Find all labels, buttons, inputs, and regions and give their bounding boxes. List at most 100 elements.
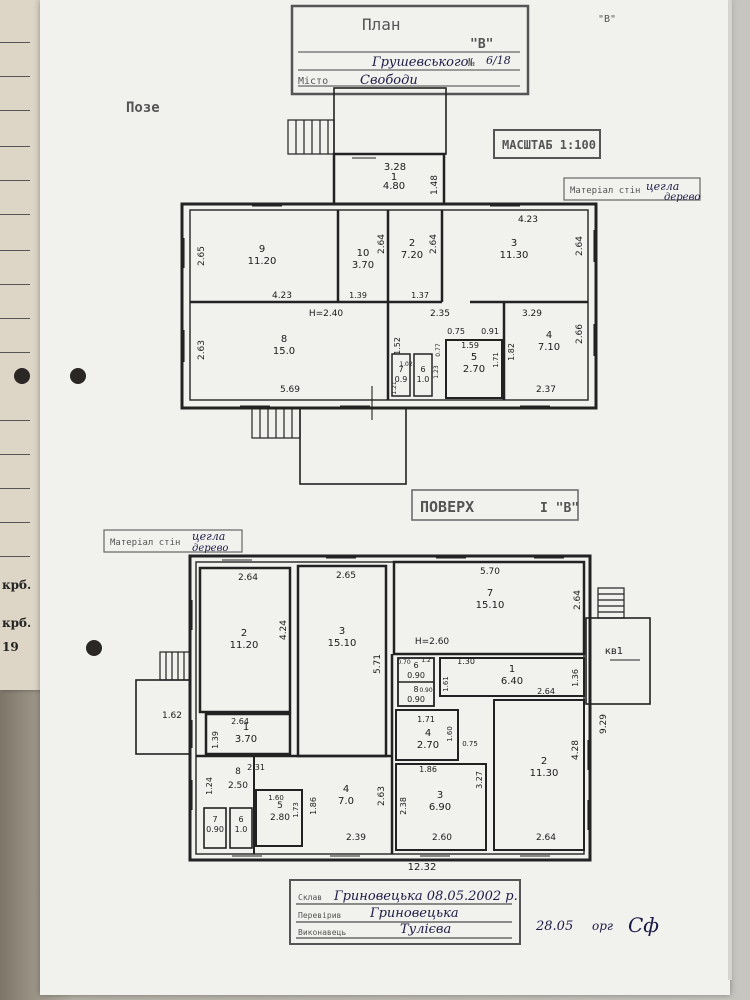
floor-label: ПОВЕРХ [420, 498, 474, 516]
room-area: 15.10 [328, 638, 357, 649]
scale-stamp-frame [493, 129, 601, 159]
room-number: 4 [343, 784, 349, 795]
room-number: 5 [471, 352, 477, 363]
right-corner-mark: "В" [598, 14, 616, 25]
top-bottom-stairs [251, 407, 301, 439]
city-label: Місто [298, 75, 328, 87]
room-number: 3 [339, 626, 345, 637]
bottom-outer-wall [188, 554, 592, 862]
dim-label: 2.63 [377, 786, 387, 806]
room-area: 2.70 [417, 740, 439, 751]
room-area: 3.70 [235, 734, 257, 745]
dim-label: 2.66 [575, 324, 585, 344]
dim-label: 5.71 [373, 654, 383, 674]
dim-label: Н=2.40 [309, 309, 344, 319]
dim-label: 1.73 [292, 802, 300, 818]
room-number: 8 [235, 767, 241, 777]
wall-material-label: Матеріал стін [570, 186, 640, 196]
wall-material-2-value-2: дерево [192, 543, 228, 554]
wall-material-2-value-1: цегла [192, 530, 225, 543]
dim-label: 2.64 [429, 234, 439, 254]
dim-label: 2.39 [346, 833, 366, 843]
room-area: 11.20 [248, 256, 277, 267]
room-area: 15.10 [476, 600, 505, 611]
dim-label: 1.39 [211, 731, 220, 749]
scale-label: МАСШТАБ 1:100 [502, 138, 596, 152]
dim-label: 2.37 [536, 385, 556, 395]
dim-label: 2.31 [247, 763, 265, 772]
room-area: 4.80 [383, 181, 405, 192]
dim-label: 3.29 [522, 309, 542, 319]
dim-label: 1.48 [430, 175, 440, 195]
dim-label: 4.23 [272, 291, 292, 301]
room-area: 0.90 [206, 825, 224, 834]
dim-label: 0.75 [447, 327, 465, 336]
signature-value-2: Гриновецька [369, 906, 459, 921]
plan-title: План [362, 15, 401, 34]
dim-label: 1.60 [268, 794, 284, 802]
dim-label: 1.86 [419, 765, 437, 774]
room-number: 9 [259, 244, 265, 255]
signature-stamp-frame [289, 879, 521, 945]
handwritten-note: орг [592, 919, 613, 933]
room-number: 4 [546, 330, 552, 341]
signature: Сф [628, 913, 659, 937]
dim-label: 3.27 [475, 771, 484, 789]
room-number: 3 [437, 790, 443, 801]
dim-label: 0.90 [419, 687, 433, 694]
dim-label: 1.2 [421, 657, 431, 664]
room-area: 6.40 [501, 676, 523, 687]
dim-label: 2.35 [430, 309, 450, 319]
wall-material-value-1: цегла [646, 180, 679, 193]
city-value: Свободи [360, 73, 418, 88]
room-number: 5 [277, 801, 283, 811]
dim-label: 2.38 [399, 797, 408, 815]
dim-label: 5.70 [480, 567, 500, 577]
dim-label: 2.64 [377, 234, 387, 254]
punch-hole [14, 368, 30, 384]
room-area: 15.0 [273, 346, 295, 357]
punch-hole [70, 368, 86, 384]
plan-sheet [40, 0, 730, 995]
top-stairs [287, 119, 335, 155]
room-area: 1.0 [235, 825, 248, 834]
top-bottom-porch [299, 407, 407, 485]
room-area: 1.0 [417, 375, 430, 384]
room-number: 8 [281, 334, 287, 345]
dim-label: 1.62 [162, 711, 182, 721]
room-area: 11.20 [230, 640, 259, 651]
dim-label: 1.61 [442, 676, 450, 692]
room-number: 7 [398, 365, 403, 374]
room-area: 7.20 [401, 250, 423, 261]
dim-label: 2.65 [197, 246, 207, 266]
dim-label: 1.37 [411, 291, 429, 300]
room-number: 2 [241, 628, 247, 639]
signature-label-2: Перевірив [298, 911, 341, 920]
number-label: № [468, 56, 475, 69]
room-number: 7 [212, 815, 217, 824]
signature-value-1: Гриновецька 08.05.2002 р. [333, 889, 518, 904]
wall-material-stamp-frame [563, 177, 701, 201]
room-number: 1 [509, 664, 515, 675]
room-number: 3 [511, 238, 517, 249]
dim-label: 0.75 [462, 740, 478, 748]
room-number: 6 [413, 661, 418, 670]
dim-label: Н=2.60 [415, 637, 450, 647]
number-value: 6/18 [486, 54, 511, 67]
dim-label: 1.86 [309, 797, 318, 815]
room-number: 1 [243, 722, 249, 733]
room-number: 2 [409, 238, 415, 249]
floor-stamp-frame [411, 489, 579, 521]
wall-material-label-2: Матеріал стін [110, 538, 180, 548]
dim-label: 3.28 [384, 162, 406, 173]
dim-label: 1.23 [433, 365, 440, 379]
top-annex [333, 87, 447, 155]
room-area: 2.70 [463, 364, 485, 375]
room-number: 7 [487, 588, 493, 599]
dim-label: 1.52 [393, 337, 402, 355]
room-area: 0.90 [407, 695, 425, 704]
dim-label: 1.21 [391, 381, 398, 395]
room-area: 0.90 [407, 671, 425, 680]
room-area: 2.80 [270, 813, 290, 823]
bottom-stairs-left [159, 651, 191, 681]
